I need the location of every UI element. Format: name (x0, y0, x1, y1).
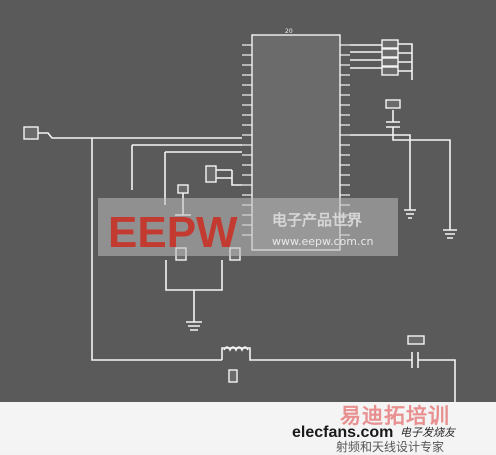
footer-site: elecfans.com (292, 424, 394, 441)
watermark-brand: EEPW (108, 208, 238, 257)
inductor-coil (223, 346, 249, 352)
cap-bottom-bus (165, 260, 223, 291)
main-bus (60, 137, 242, 361)
ground-bottom (186, 290, 202, 331)
inductor (221, 346, 400, 383)
input-connector-body (23, 126, 39, 140)
watermark-band (98, 198, 398, 256)
crystal-label (177, 184, 189, 194)
ground-right (443, 229, 457, 239)
bus-second (131, 144, 242, 190)
capacitor-top-wire (350, 134, 411, 210)
footer-promo: 易迪拓培训 (340, 404, 450, 428)
bus-third (164, 151, 242, 205)
output-headers (350, 39, 413, 80)
input-connector (23, 126, 60, 140)
capacitor-bottom-label (407, 335, 425, 345)
capacitor-bottom (400, 335, 456, 405)
bus-left (91, 138, 222, 361)
ground-right-wire (392, 135, 451, 230)
output-return (398, 43, 413, 80)
capacitor-bottom-symbol (400, 352, 456, 405)
eepw-watermark: EEPW 电子产品世界 www.eepw.com.cn (98, 198, 398, 257)
switch-wires (216, 169, 242, 186)
watermark-url: www.eepw.com.cn (272, 235, 374, 248)
output-box-3 (381, 57, 399, 67)
inductor-label (228, 369, 238, 383)
inductor-wire (221, 347, 400, 361)
output-box-1 (381, 39, 399, 49)
ground-mid (404, 209, 416, 219)
output-box-4 (381, 66, 399, 76)
capacitor-top (350, 99, 457, 239)
footer-band (0, 402, 496, 453)
footer-handwriting: 电子发烧友 (400, 426, 455, 439)
footer-subtitle: 射频和天线设计专家 (336, 440, 445, 454)
capacitor-top-label-box (385, 99, 401, 109)
watermark-tagline: 电子产品世界 (272, 211, 362, 229)
output-wires (350, 44, 382, 69)
switch-cluster (205, 165, 242, 186)
capacitor-top-symbol (386, 110, 400, 135)
switch-body (205, 165, 217, 183)
ic-ref-label: 20 (285, 28, 293, 35)
output-box-2 (381, 48, 399, 58)
input-connector-lead (38, 132, 60, 139)
